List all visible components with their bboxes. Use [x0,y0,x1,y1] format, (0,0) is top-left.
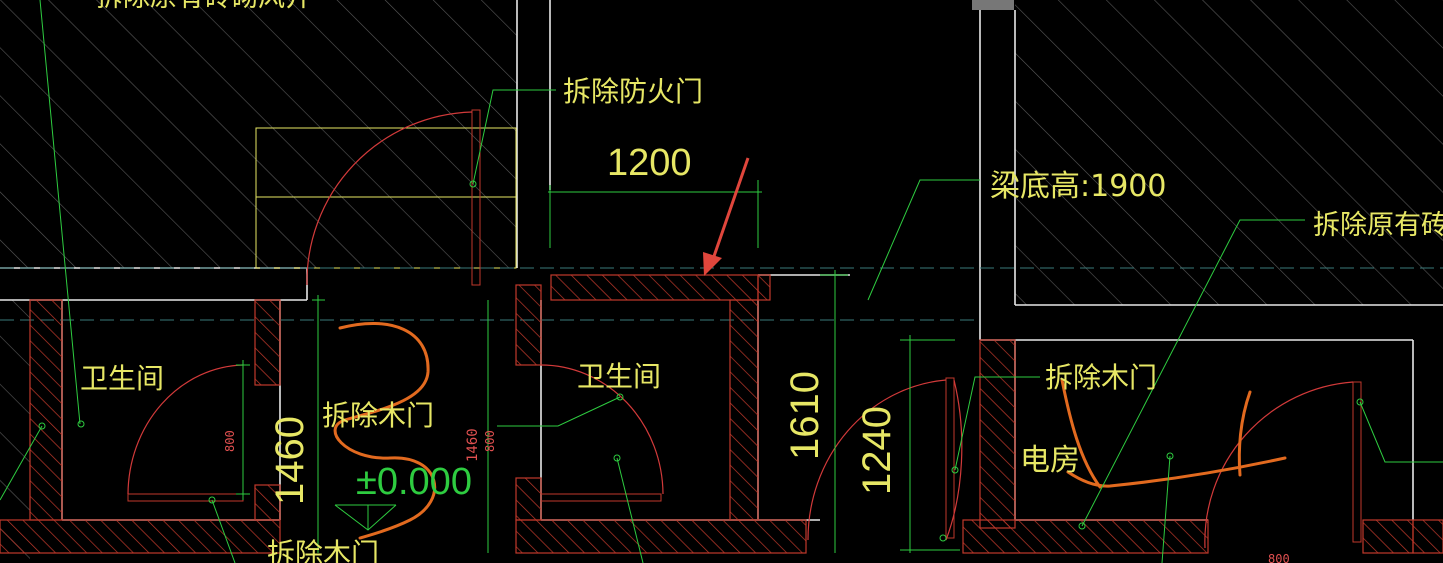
dim-1200: 1200 [607,142,692,184]
circle-marker-icon [1356,398,1364,406]
leader-dots [38,180,1364,542]
removed-walls [0,274,1443,554]
circle-marker-icon [613,454,621,462]
label-remove-wood-door-right: 拆除木门 [1045,361,1157,394]
circle-marker-icon [469,180,477,188]
label-remove-wood-door-bottom: 拆除木门 [267,537,379,563]
circle-marker-icon [77,420,85,428]
label-bathroom-center: 卫生间 [577,360,661,393]
label-remove-wood-door-center: 拆除木门 [322,399,434,432]
dim-800-left: 800 [223,430,237,452]
dim-1610: 1610 [783,371,827,460]
dim-800-center: 800 [483,430,497,452]
dim-1240: 1240 [855,406,899,495]
circle-marker-icon [208,496,216,504]
circle-marker-icon [951,466,959,474]
markup-strokes [333,321,1287,540]
dimension-lines [236,180,960,553]
label-remove-brick: 拆除原有砖墙 [1313,210,1443,241]
dashed-axis-lines [0,267,1443,321]
door-swing-arcs [127,111,1354,549]
label-remove-fire-door: 拆除防火门 [563,75,703,108]
elevation-marker: ±0.000 [356,461,472,503]
label-beam-bottom: 梁底高:1900 [990,169,1166,204]
dim-1460-small: 1460 [465,428,481,462]
label-top-left-partial: 拆除原有砖砌风井 [96,0,312,13]
circle-marker-icon [939,534,947,542]
circle-marker-icon [38,422,46,430]
dim-1460-large: 1460 [268,416,312,505]
circle-marker-icon [1078,522,1086,530]
circle-marker-icon [616,393,624,401]
column-cap [972,0,1014,10]
label-electric-room: 电房 [1020,443,1080,478]
dim-bottom-right-small: 800 [1268,552,1290,563]
label-bathroom-left: 卫生间 [80,362,164,395]
circle-marker-icon [1166,452,1174,460]
red-pointer-arrow-icon [703,157,750,276]
